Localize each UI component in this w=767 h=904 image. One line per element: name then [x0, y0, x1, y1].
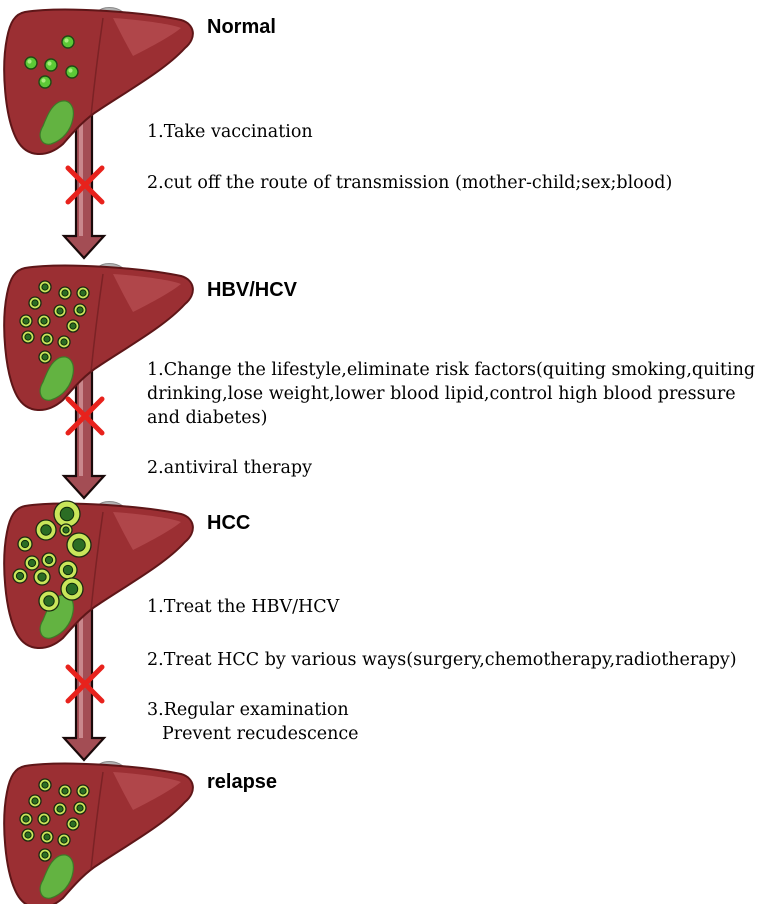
lesion-spot	[37, 314, 51, 328]
liver-illustrations	[3, 7, 194, 904]
red-x-icon	[65, 664, 105, 704]
lesion-spot	[58, 286, 72, 300]
stage-normal-step-2: 2.cut off the route of transmission (mot…	[147, 173, 673, 193]
stage-hbv-hcv-step-2: 2.antiviral therapy	[147, 458, 313, 478]
lesion-spot	[53, 500, 81, 528]
lesion-spot	[38, 778, 52, 792]
lesion-spot	[24, 555, 40, 571]
lesion-spot	[58, 784, 72, 798]
lesion-spot	[58, 560, 78, 580]
liver-icon	[3, 7, 194, 155]
stage-title-hcc: HCC	[207, 512, 251, 534]
stage-title-hbv-hcv: HBV/HCV	[207, 279, 298, 301]
lesion-spot	[41, 552, 57, 568]
lesion-spot	[21, 330, 35, 344]
lesion-spot	[40, 830, 54, 844]
lesion-spot	[60, 577, 84, 601]
lesion-spot	[65, 65, 79, 79]
stage-hcc-step-4: Prevent recudescence	[162, 724, 359, 744]
lesion-spot	[38, 75, 52, 89]
stage-title-relapse: relapse	[207, 771, 278, 793]
lesion-spot	[44, 58, 58, 72]
lesion-spot	[57, 335, 71, 349]
lesion-spot	[61, 35, 75, 49]
lesion-spot	[57, 833, 71, 847]
liver-icon	[3, 500, 194, 649]
stage-hcc-step-3: 3.Regular examination	[147, 700, 349, 720]
red-x-icon	[65, 396, 105, 436]
stage-title-normal: Normal	[207, 16, 276, 38]
lesion-spot	[28, 296, 42, 310]
lesion-spot	[66, 817, 80, 831]
lesion-spot	[66, 319, 80, 333]
lesion-spot	[59, 523, 73, 537]
lesion-spot	[28, 794, 42, 808]
stage-hcc-step-1: 1.Treat the HBV/HCV	[147, 597, 340, 617]
lesion-spot	[53, 802, 67, 816]
lesion-spot	[76, 286, 90, 300]
lesion-spot	[40, 332, 54, 346]
lesion-spot	[66, 532, 92, 558]
lesion-spot	[53, 304, 67, 318]
red-x-icon	[65, 165, 105, 205]
lesion-spot	[19, 314, 33, 328]
stage-hcc-step-2: 2.Treat HCC by various ways(surgery,chem…	[147, 650, 737, 670]
lesion-spot	[38, 590, 60, 612]
lesion-spot	[73, 303, 87, 317]
lesion-spot	[12, 568, 28, 584]
block-marks	[65, 165, 105, 704]
lesion-spot	[37, 812, 51, 826]
liver-icon	[3, 761, 194, 904]
lesion-spot	[38, 848, 52, 862]
lesion-spot	[38, 280, 52, 294]
lesion-spot	[19, 812, 33, 826]
lesion-spot	[33, 568, 51, 586]
lesion-spot	[24, 56, 38, 70]
lesion-spot	[17, 536, 33, 552]
stage-normal-step-1: 1.Take vaccination	[147, 122, 313, 142]
lesion-spot	[38, 350, 52, 364]
lesion-spot	[35, 519, 57, 541]
liver-icon	[3, 263, 194, 411]
lesion-spot	[76, 784, 90, 798]
lesion-spot	[73, 801, 87, 815]
lesion-spot	[21, 828, 35, 842]
stage-hbv-hcv-step-1: 1.Change the lifestyle,eliminate risk fa…	[147, 360, 756, 428]
